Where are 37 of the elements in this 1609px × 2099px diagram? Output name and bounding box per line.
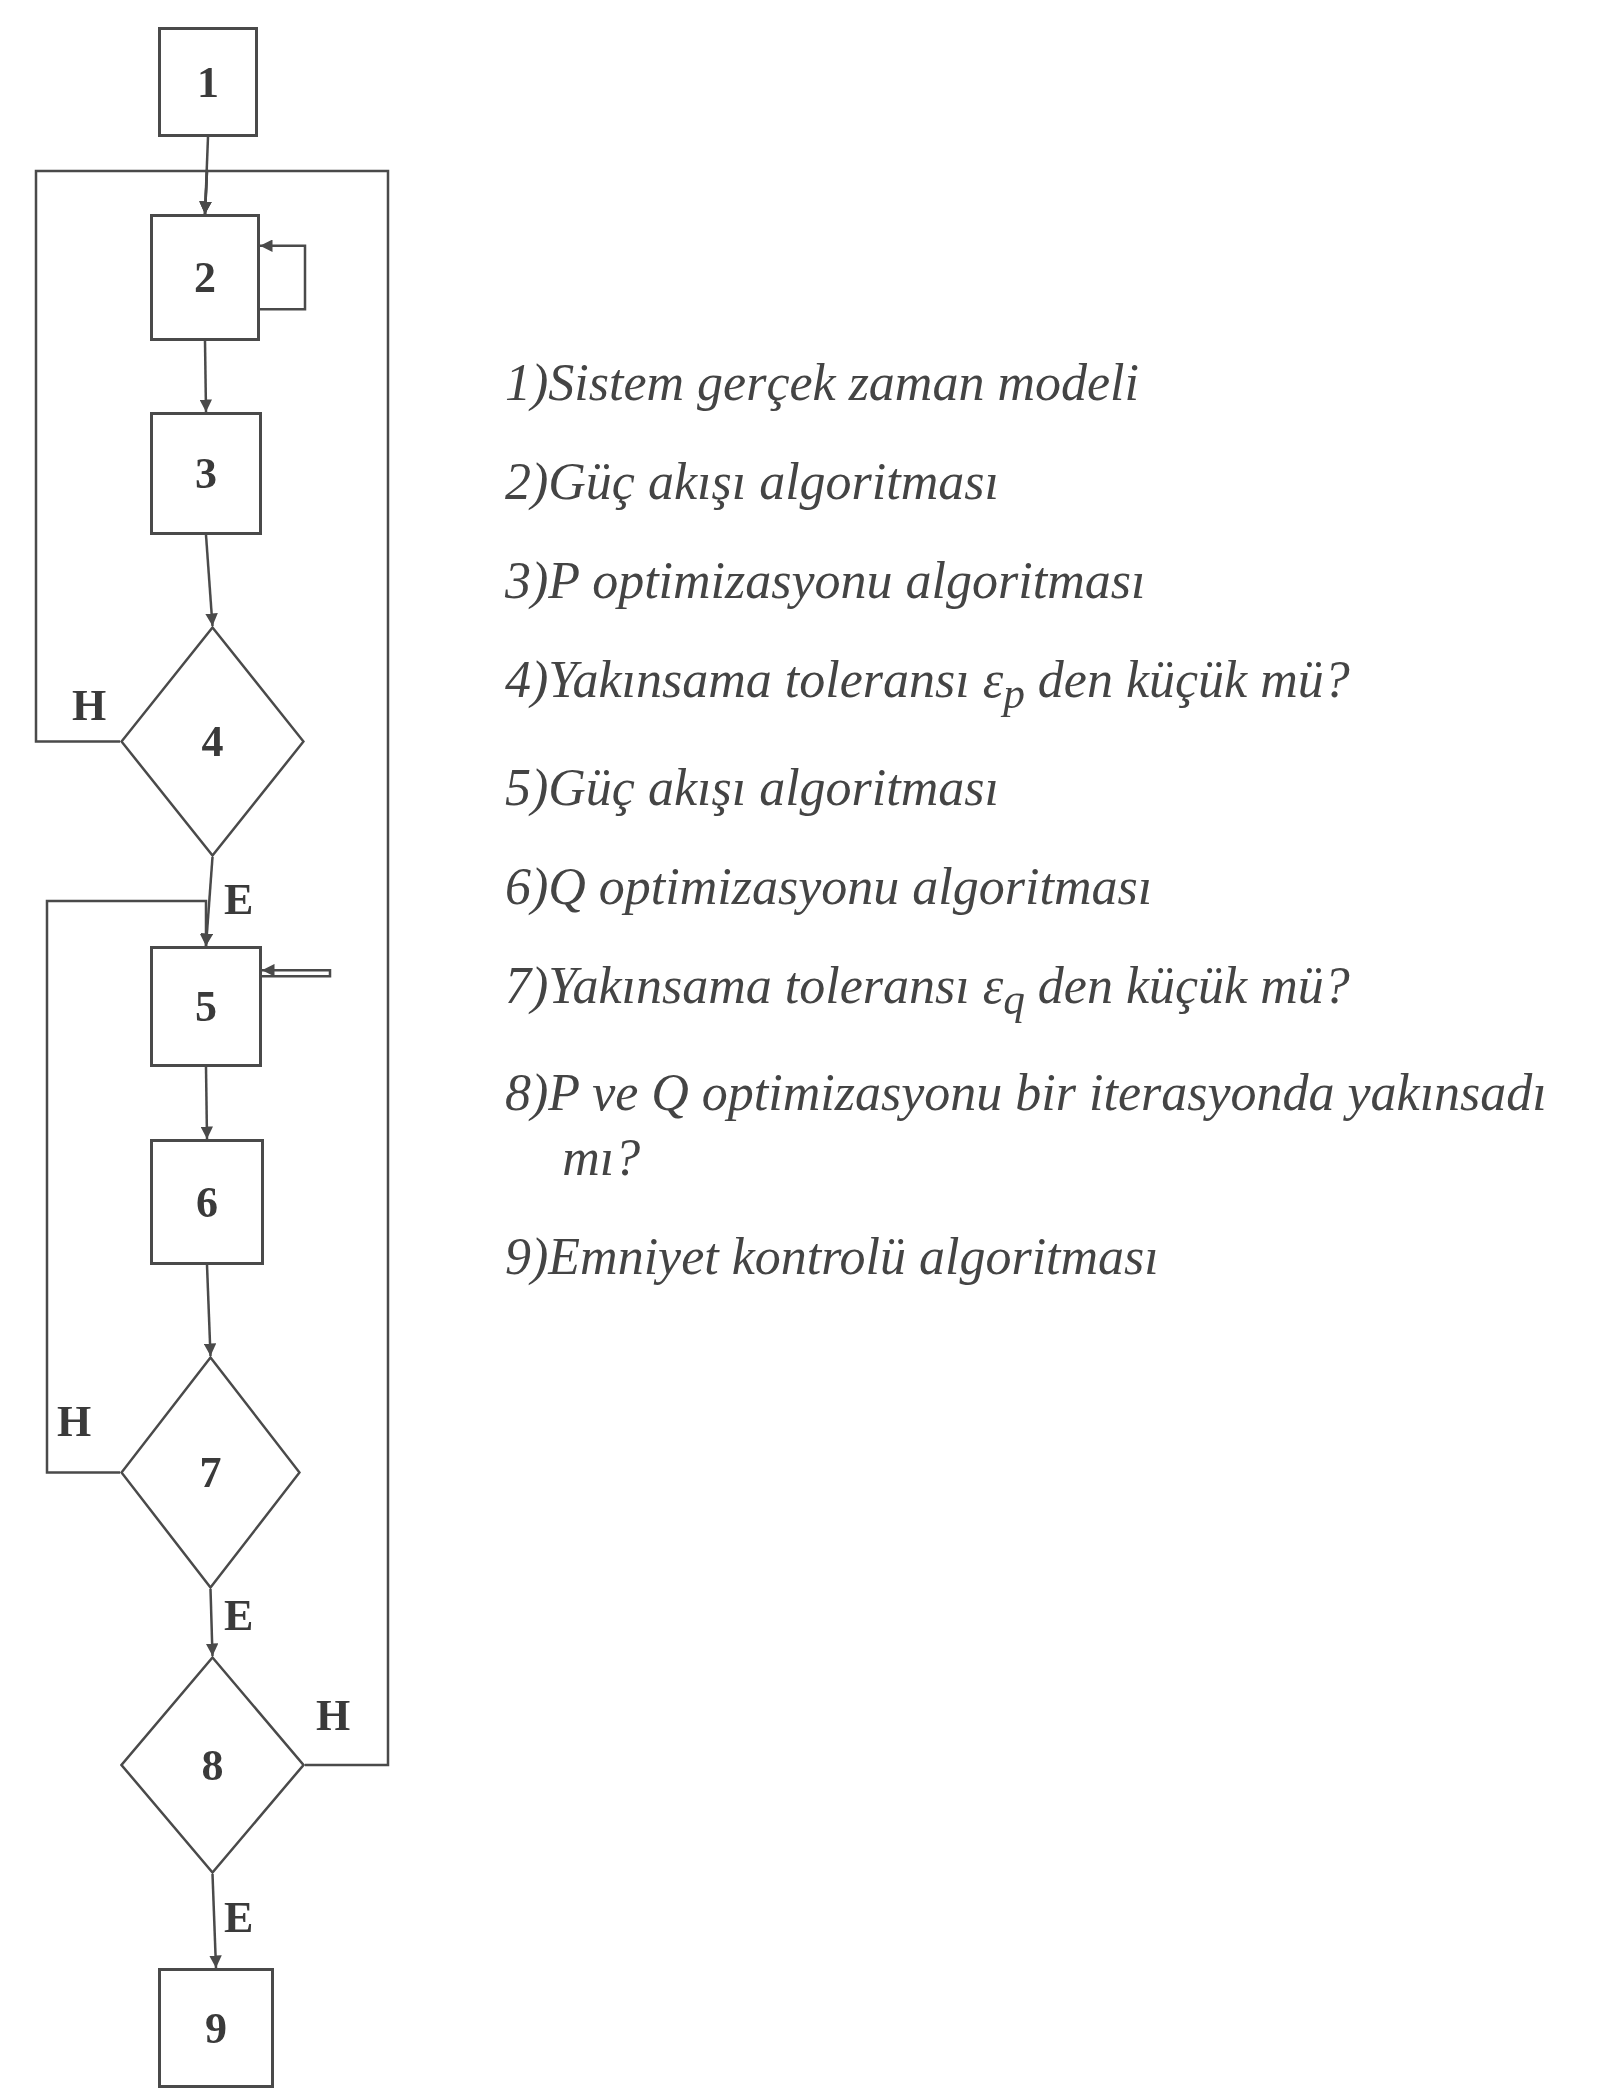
arrow: [199, 341, 213, 412]
step-number: 5: [195, 981, 217, 1032]
step-description: 7)Yakınsama toleransı ε$_{q}$ den küçük mü?: [505, 955, 1351, 1025]
decision-diamond: [120, 1356, 301, 1589]
arrow: [199, 169, 390, 1767]
step-description: 8)P ve Q optimizasyonu bir iterasyonda yakınsadı mı?: [505, 1063, 1548, 1189]
step-description: 6)Q optimizasyonu algoritması: [505, 856, 1154, 917]
step-number: 8: [201, 1739, 224, 1791]
step-description: 3)P optimizasyonu algoritması: [505, 551, 1147, 611]
arrow: [260, 239, 307, 311]
arrow: [204, 534, 218, 627]
process-box: [150, 412, 262, 535]
step-number: 3: [195, 448, 217, 499]
arrow: [203, 1264, 217, 1357]
process-box: [150, 214, 260, 341]
decision-diamond: [120, 626, 305, 857]
step-description: 4)Yakınsama toleransı ε$_{p}$ den küçük mü?: [505, 650, 1351, 720]
arrow: [209, 1873, 222, 1969]
step-number: 2: [194, 252, 216, 303]
step-description: 1)Sistem gerçek zaman modeli: [505, 353, 1140, 413]
decision-diamond: [120, 1656, 305, 1874]
step-number: 6: [196, 1176, 218, 1228]
arrow: [262, 963, 332, 978]
step-number: 9: [205, 2002, 227, 2054]
step-description: 9)Emniyet kontrolü algoritması: [505, 1227, 1160, 1288]
arrow: [200, 1067, 214, 1139]
process-box: [158, 1968, 274, 2088]
process-box: [150, 946, 262, 1067]
process-box: [150, 1139, 264, 1265]
arrow: [205, 1588, 219, 1657]
step-description: 5)Güç akışı algoritması: [505, 757, 1000, 818]
step-description: 2)Güç akışı algoritması: [505, 452, 1000, 512]
step-number: 7: [199, 1447, 222, 1498]
step-number: 1: [197, 56, 219, 108]
step-number: 4: [201, 716, 224, 767]
arrow: [45, 899, 213, 1474]
process-box: [158, 27, 258, 137]
